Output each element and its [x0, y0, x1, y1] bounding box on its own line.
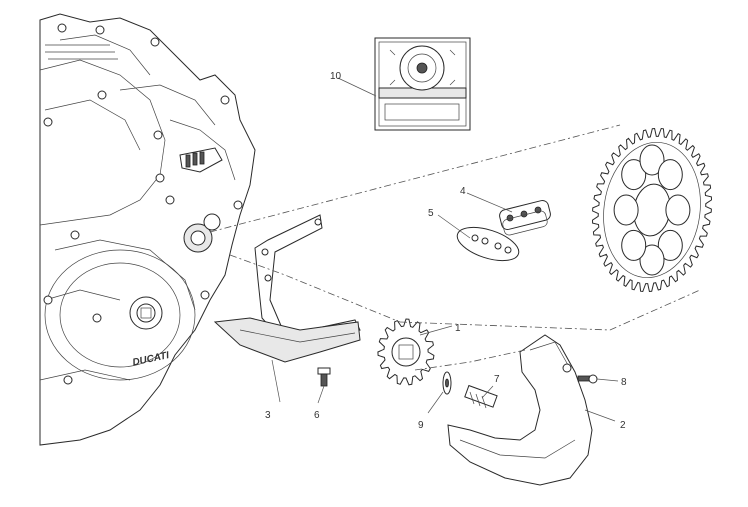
callout-2: 2: [620, 420, 626, 431]
front-sprocket: [377, 318, 435, 386]
front-sprocket-cover: [447, 334, 593, 486]
callout-labels: 1 2 3 4 5 6 7 8 9 10: [265, 71, 627, 431]
screw-8: [577, 374, 598, 384]
callout-9: 9: [418, 420, 424, 431]
callout-7: 7: [494, 374, 500, 385]
sprocket-hole: [665, 194, 691, 226]
callout-10: 10: [330, 71, 342, 82]
inset-sprocket-detail: [374, 37, 471, 131]
callout-1: 1: [455, 323, 461, 334]
bolt-6: [317, 367, 331, 387]
sprocket-hole: [639, 244, 665, 276]
callout-3: 3: [265, 410, 271, 421]
sprocket-hole: [621, 159, 647, 191]
washer-9: [442, 371, 452, 395]
sprocket-hole: [621, 229, 647, 261]
master-link-kit: [456, 226, 520, 262]
callout-4: 4: [460, 186, 466, 197]
bolt-7: [464, 384, 498, 409]
sprocket-cover-bracket: [213, 214, 361, 363]
sprocket-hole: [657, 229, 683, 261]
callout-6: 6: [314, 410, 320, 421]
leader-lines: [271, 77, 619, 422]
chain-link-set: [499, 200, 551, 236]
chain-path: [209, 124, 701, 371]
rear-sprocket: [591, 127, 713, 293]
sprocket-hole: [613, 194, 639, 226]
sprocket-hole: [657, 159, 683, 191]
sprocket-hole: [639, 144, 665, 176]
callout-5: 5: [428, 208, 434, 219]
engine-case: DUCATI: [39, 13, 256, 446]
callout-8: 8: [621, 377, 627, 388]
